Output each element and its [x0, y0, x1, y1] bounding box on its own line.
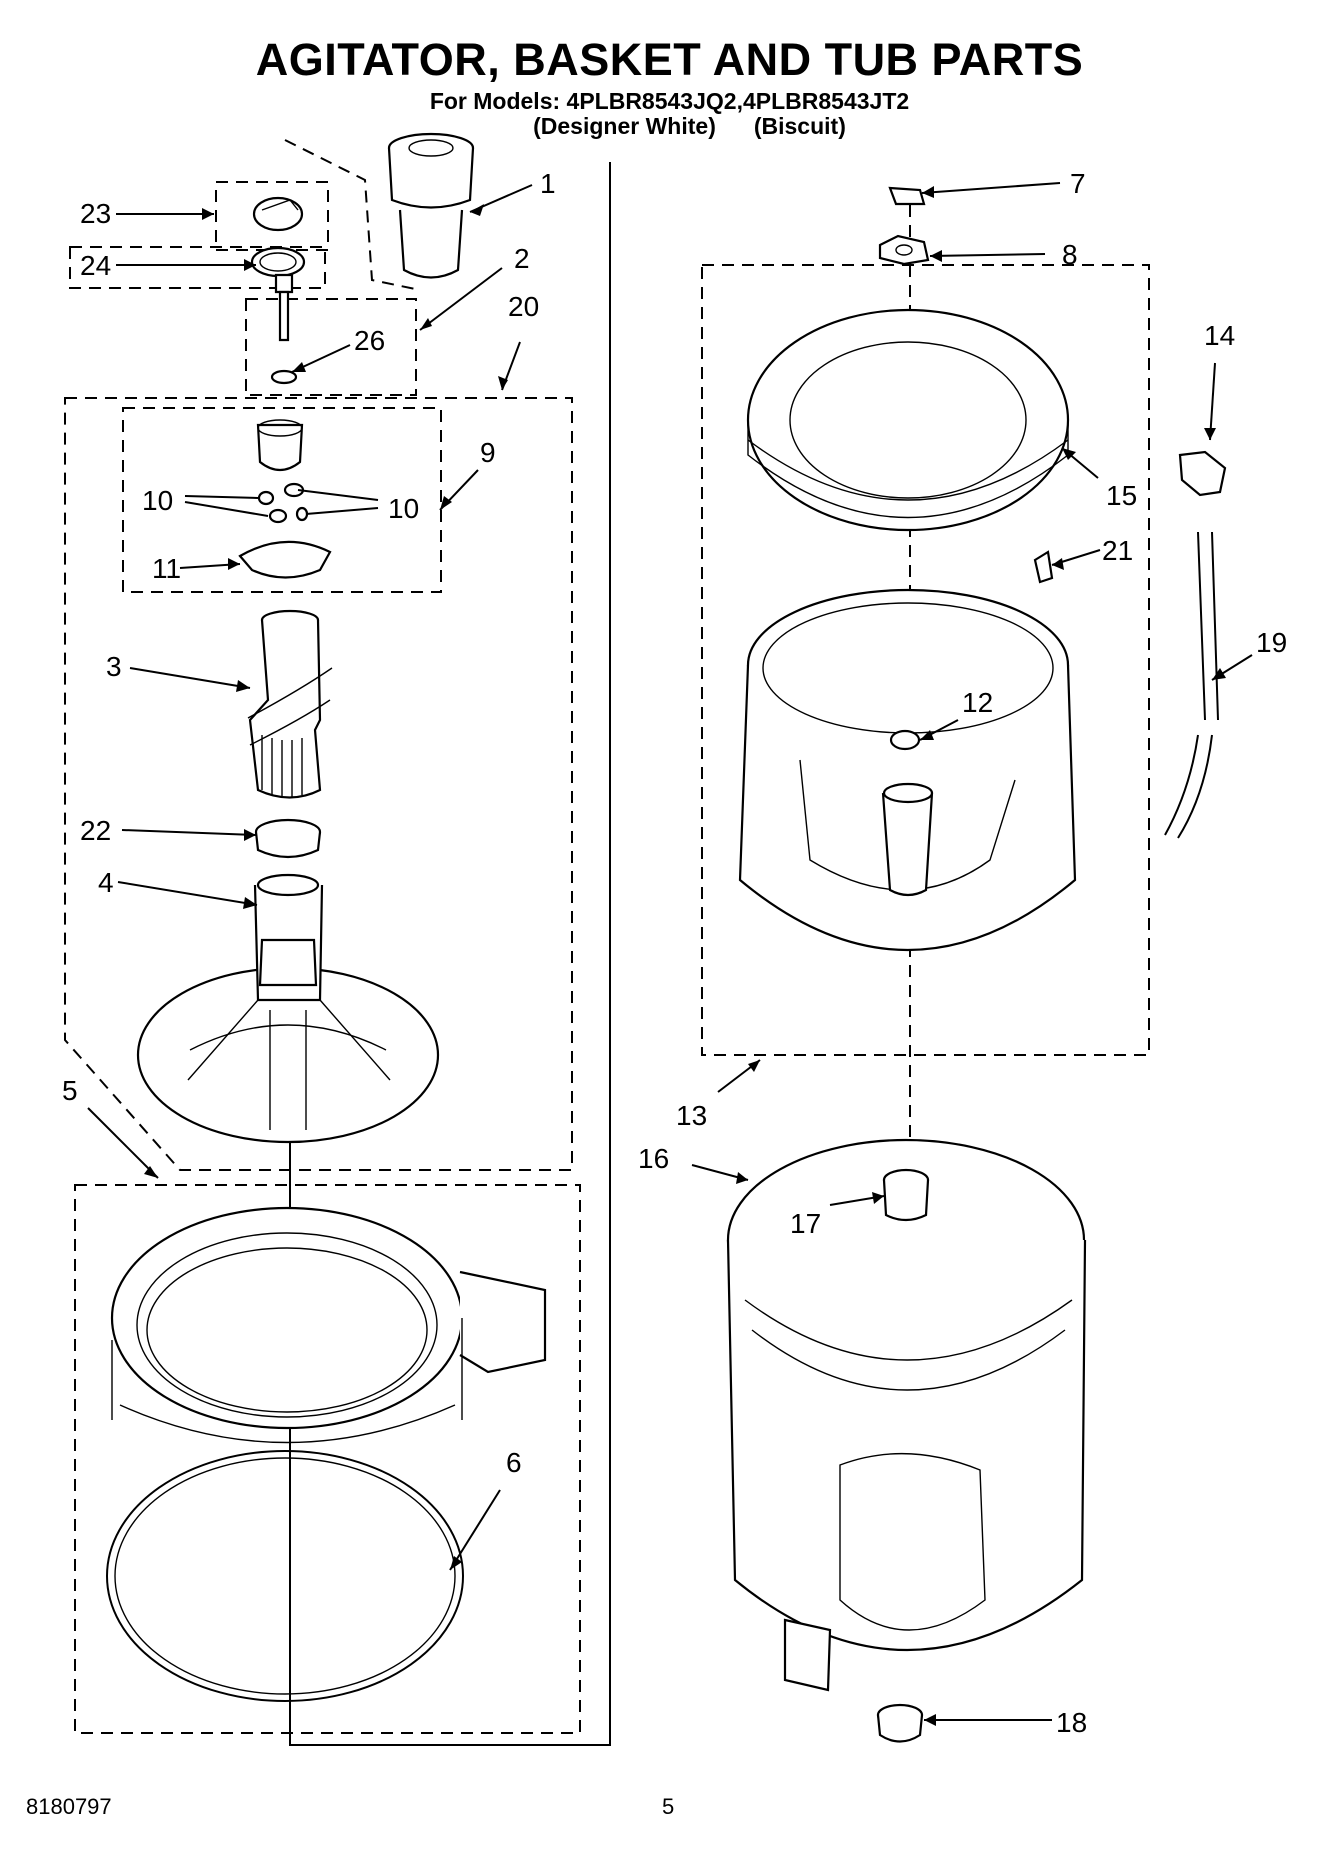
- callout-2: 2: [514, 243, 530, 274]
- part-17-seal: [882, 1168, 930, 1222]
- callout-21: 21: [1102, 535, 1133, 566]
- callout-24: 24: [80, 250, 111, 281]
- color-biscuit: (Biscuit): [753, 113, 846, 139]
- callout-17: 17: [790, 1208, 821, 1239]
- part-15-basket-ring: [746, 308, 1070, 532]
- callout-14: 14: [1204, 320, 1235, 351]
- part-8-clamp: [878, 234, 930, 266]
- part-3-barrel: [247, 609, 333, 799]
- group-box-9: [122, 407, 442, 593]
- callout-6: 6: [506, 1447, 522, 1478]
- part-14-hose-clamp: [1178, 450, 1227, 497]
- callout-10-right: 10: [388, 493, 419, 524]
- group-box-20: [64, 397, 573, 1171]
- callout-18: 18: [1056, 1707, 1087, 1738]
- group-box-5: [74, 1184, 581, 1734]
- callout-8: 8: [1062, 239, 1078, 270]
- callout-13: 13: [676, 1100, 707, 1131]
- part-5-balance-ring: [110, 1206, 547, 1444]
- callout-3: 3: [106, 651, 122, 682]
- part-18-plug: [876, 1703, 924, 1743]
- part-4-agitator-base: [136, 873, 440, 1144]
- callout-7: 7: [1070, 168, 1086, 199]
- callout-4: 4: [98, 867, 114, 898]
- part-13-basket: [738, 588, 1077, 951]
- page-number: 5: [662, 1794, 675, 1819]
- part-12-nut: [889, 729, 921, 751]
- callout-19: 19: [1256, 627, 1287, 658]
- callout-26: 26: [354, 325, 385, 356]
- group-box-2: [245, 298, 417, 396]
- part-16-tub: [726, 1138, 1087, 1692]
- callout-1: 1: [540, 168, 556, 199]
- part-21-clip: [1033, 550, 1054, 584]
- part-7-clip: [888, 186, 926, 206]
- color-line: (Designer White) (Biscuit): [0, 113, 1339, 140]
- part-22-adapter: [254, 818, 322, 859]
- color-designer-white: (Designer White): [533, 113, 716, 139]
- part-9-cam-assembly: [238, 419, 332, 579]
- page-title: AGITATOR, BASKET AND TUB PARTS: [255, 34, 1084, 85]
- group-box-23: [215, 181, 329, 251]
- part-26-bolt: [270, 273, 298, 385]
- doc-number: 8180797: [26, 1794, 112, 1819]
- part-24-ring: [250, 246, 306, 278]
- part-6-snap-ring: [106, 1450, 464, 1702]
- callout-20: 20: [508, 291, 539, 322]
- callout-22: 22: [80, 815, 111, 846]
- callout-15: 15: [1106, 480, 1137, 511]
- models-line: For Models: 4PLBR8543JQ2,4PLBR8543JT2: [429, 88, 910, 114]
- part-1-cap: [387, 132, 475, 279]
- group-box-24: [69, 246, 326, 289]
- group-box-13: [701, 264, 1150, 1056]
- callout-9: 9: [480, 437, 496, 468]
- callout-12: 12: [962, 687, 993, 718]
- part-23-cap-insert: [252, 196, 304, 232]
- callout-16: 16: [638, 1143, 669, 1174]
- callout-11: 11: [152, 553, 181, 584]
- callout-23: 23: [80, 198, 111, 229]
- callout-10-left: 10: [142, 485, 173, 516]
- callout-5: 5: [62, 1075, 78, 1106]
- part-19-hose: [1164, 531, 1219, 839]
